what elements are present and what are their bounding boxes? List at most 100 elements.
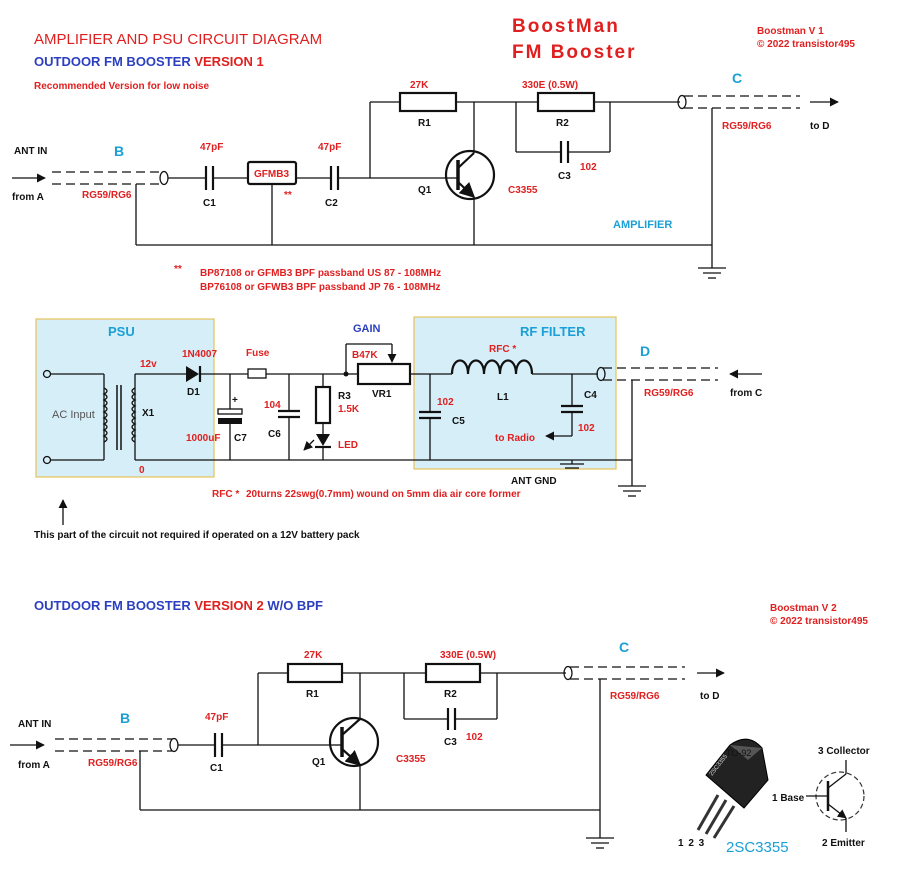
gain-label: GAIN bbox=[353, 323, 381, 335]
v2-c-label: C bbox=[619, 639, 629, 655]
transistor-pinout-symbol bbox=[806, 760, 865, 832]
v2-r2-value: 330E (0.5W) bbox=[440, 650, 496, 661]
v1-q1-part: C3355 bbox=[508, 185, 538, 196]
v1-q1-label: Q1 bbox=[418, 185, 432, 196]
brand-title: BoostMan bbox=[512, 16, 620, 37]
v1-c1-label: C1 bbox=[203, 198, 216, 209]
v1-bpf-note-2: BP76108 or GFWB3 BPF passband JP 76 - 10… bbox=[200, 282, 440, 293]
c7-capacitor bbox=[217, 374, 243, 460]
v1-c2-capacitor bbox=[329, 166, 340, 190]
v2-ground-symbol bbox=[586, 837, 614, 849]
vr1-value: B47K bbox=[352, 350, 378, 361]
v2-q1-transistor bbox=[328, 673, 380, 810]
v2-c3-label: C3 bbox=[444, 737, 457, 748]
v1-r1-label: R1 bbox=[418, 118, 431, 129]
v1-c-label: C bbox=[732, 70, 742, 86]
v2-amplifier: OUTDOOR FM BOOSTER VERSION 2 W/O BPF Boo… bbox=[10, 598, 868, 849]
v2-title: OUTDOOR FM BOOSTER VERSION 2 W/O BPF bbox=[34, 598, 323, 613]
ac-input-label: AC Input bbox=[52, 409, 95, 421]
v2-r2-resistor bbox=[424, 662, 482, 684]
v1-b-label: B bbox=[114, 143, 124, 159]
c4-capacitor bbox=[545, 374, 583, 441]
r3-resistor bbox=[314, 374, 332, 434]
ac-terminal-bottom bbox=[42, 455, 52, 465]
v2-b-label: B bbox=[120, 710, 130, 726]
c4-label: C4 bbox=[584, 390, 597, 401]
v2-ant-in-label: ANT IN bbox=[18, 719, 51, 730]
v1-c1-value: 47pF bbox=[200, 142, 223, 153]
c6-capacitor bbox=[278, 374, 300, 460]
ant-gnd-label: ANT GND bbox=[511, 476, 557, 487]
coax-d bbox=[596, 366, 718, 382]
v2-r2-label: R2 bbox=[444, 689, 457, 700]
vr1-label: VR1 bbox=[372, 389, 392, 400]
v2-c1-label: C1 bbox=[210, 763, 223, 774]
c7-label: C7 bbox=[234, 433, 247, 444]
rfc-note: 20turns 22swg(0.7mm) wound on 5mm dia ai… bbox=[246, 489, 521, 500]
v1-copyright: © 2022 transistor495 bbox=[757, 39, 855, 50]
c7-value: 1000uF bbox=[186, 433, 220, 444]
v1-r1-resistor bbox=[398, 91, 458, 113]
psu-zero-label: 0 bbox=[139, 465, 145, 476]
rf-filter-box bbox=[413, 316, 617, 470]
c4-value: 102 bbox=[578, 423, 595, 434]
v2-credit: Boostman V 2 bbox=[770, 603, 837, 614]
v1-c3-label: C3 bbox=[558, 171, 571, 182]
x1-label: X1 bbox=[142, 408, 155, 419]
psu-section: PSU RF FILTER AC Input X1 12v 0 1N4007 D… bbox=[34, 316, 762, 541]
to-radio-label: to Radio bbox=[495, 433, 535, 444]
psu-ground-symbol bbox=[618, 485, 646, 497]
vr1-potentiometer bbox=[356, 362, 412, 386]
l1-label: L1 bbox=[497, 392, 509, 403]
to92-package-label: TO-92 bbox=[726, 748, 751, 758]
v1-credit: Boostman V 1 bbox=[757, 26, 824, 37]
v1-c2-label: C2 bbox=[325, 198, 338, 209]
d-label: D bbox=[640, 343, 650, 359]
pin-emitter-label: 2 Emitter bbox=[822, 838, 865, 849]
fuse bbox=[247, 368, 267, 379]
to92-part-label: 2SC3355 bbox=[726, 839, 789, 856]
c5-capacitor bbox=[419, 374, 441, 460]
led-diode bbox=[303, 434, 331, 460]
v1-amplifier: ANT IN from A B RG59/RG6 47pF C1 GFMB3 *… bbox=[12, 70, 839, 293]
v1-r2-label: R2 bbox=[556, 118, 569, 129]
v1-coax-b bbox=[52, 170, 169, 186]
l1-rfc-coil bbox=[450, 359, 534, 375]
v2-r1-label: R1 bbox=[306, 689, 319, 700]
c5-value: 102 bbox=[437, 397, 454, 408]
v1-filter-mark: ** bbox=[284, 190, 292, 201]
v2-to-d-label: to D bbox=[700, 691, 719, 702]
c6-value: 104 bbox=[264, 400, 281, 411]
psu-box bbox=[35, 318, 215, 478]
led-label: LED bbox=[338, 440, 358, 451]
c7-plus: + bbox=[232, 395, 238, 406]
r3-label: R3 bbox=[338, 391, 351, 402]
ac-terminal-top bbox=[42, 369, 52, 379]
v1-c1-capacitor bbox=[204, 166, 215, 190]
v2-r1-value: 27K bbox=[304, 650, 323, 661]
v1-filter-label: GFMB3 bbox=[254, 169, 289, 180]
v1-bpf-mark: ** bbox=[174, 264, 182, 275]
brand-subtitle: FM Booster bbox=[512, 42, 637, 63]
rfc-label: RFC * bbox=[489, 344, 516, 355]
v1-note: Recommended Version for low noise bbox=[34, 81, 209, 92]
to92-pin-numbers: 1 2 3 bbox=[678, 838, 705, 849]
v1-c3-value: 102 bbox=[580, 162, 597, 173]
v2-coax-c-label: RG59/RG6 bbox=[610, 691, 660, 702]
coax-d-label: RG59/RG6 bbox=[644, 388, 694, 399]
fuse-label: Fuse bbox=[246, 348, 270, 359]
v2-c3-value: 102 bbox=[466, 732, 483, 743]
c6-label: C6 bbox=[268, 429, 281, 440]
psu-12v-label: 12v bbox=[140, 359, 157, 370]
v1-ground-symbol bbox=[698, 267, 726, 279]
psu-label: PSU bbox=[108, 324, 135, 339]
v1-c2-value: 47pF bbox=[318, 142, 341, 153]
v1-bpf-note-1: BP87108 or GFMB3 BPF passband US 87 - 10… bbox=[200, 268, 441, 279]
v2-c3-capacitor bbox=[446, 708, 457, 730]
d1-part: 1N4007 bbox=[182, 349, 217, 360]
v2-q1-label: Q1 bbox=[312, 757, 326, 768]
pin-collector-label: 3 Collector bbox=[818, 746, 870, 757]
pin-base-label: 1 Base bbox=[772, 793, 805, 804]
v2-copyright: © 2022 transistor495 bbox=[770, 616, 868, 627]
